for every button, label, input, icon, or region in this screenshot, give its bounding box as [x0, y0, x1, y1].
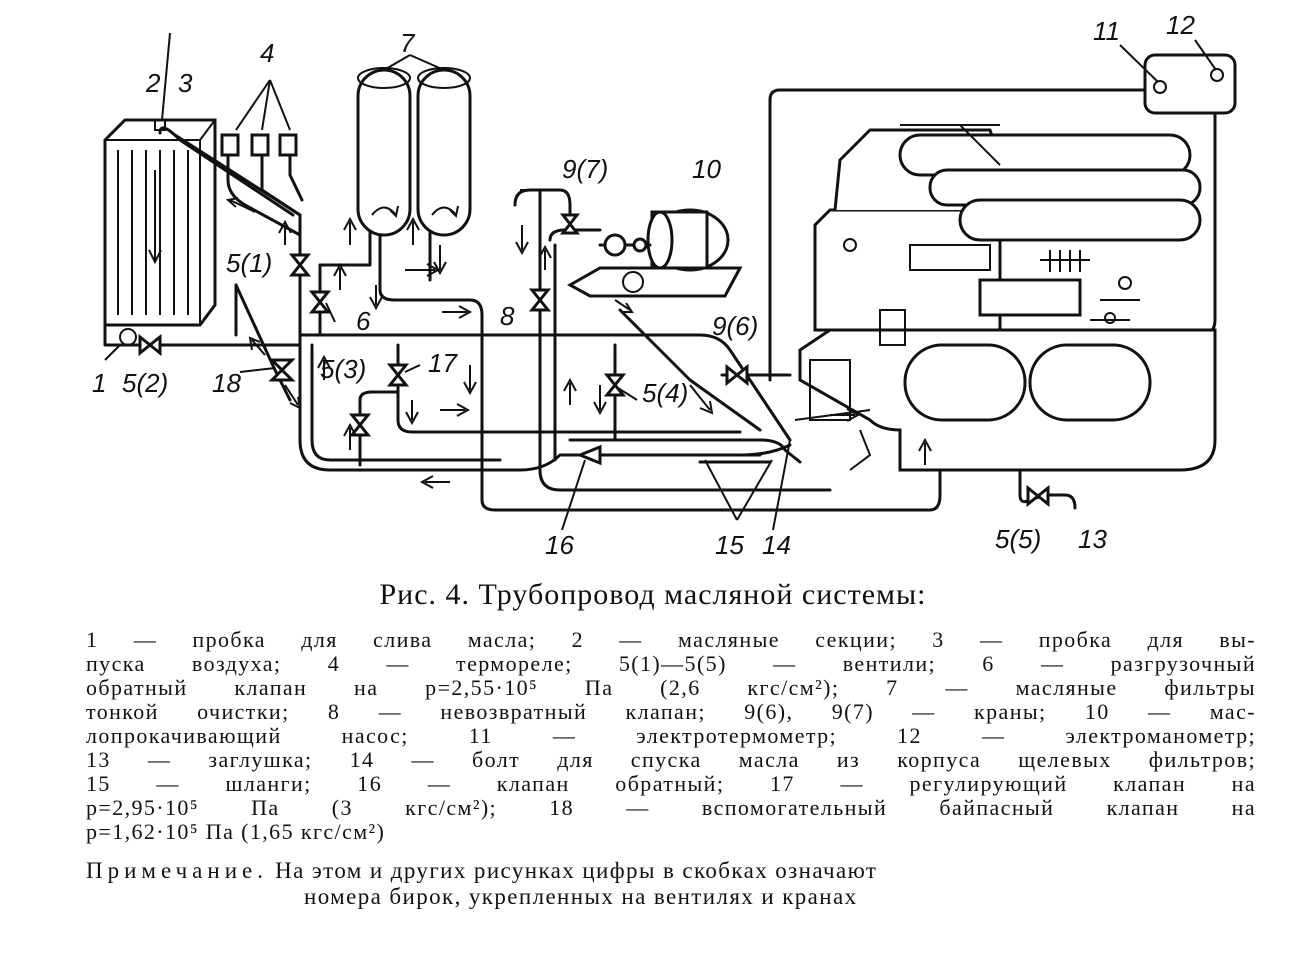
label-15: 15: [715, 530, 744, 560]
legend-line: 15 — шланги; 16 — клапан обратный; 17 — …: [86, 771, 1256, 796]
legend-line: 1 — пробка для слива масла; 2 — масляные…: [86, 627, 1256, 652]
diesel-engine: [794, 124, 1217, 472]
label-7: 7: [400, 28, 416, 58]
label-12: 12: [1166, 10, 1195, 40]
legend-line: p=2,95·10⁵ Па (3 кгс/см²); 18 — вспомога…: [86, 795, 1256, 820]
label-1: 1: [92, 368, 106, 398]
legend-line: пуска воздуха; 4 — термореле; 5(1)—5(5) …: [86, 651, 1256, 676]
figure-note: Примечание. На этом и других рисунках ци…: [86, 858, 1256, 910]
thermo-relays: [220, 133, 298, 157]
legend-line: тонкой очистки; 8 — невозвратный клапан;…: [86, 699, 1256, 724]
label-2: 2: [145, 68, 161, 98]
sensors-11-12: [1143, 53, 1237, 115]
label-6: 6: [356, 306, 371, 336]
label-5-4: 5(4): [642, 378, 688, 408]
label-4: 4: [260, 38, 274, 68]
label-17: 17: [428, 348, 458, 378]
label-9-7: 9(7): [562, 154, 608, 184]
label-5-1: 5(1): [226, 248, 272, 278]
note-text-1: На этом и других рисунках цифры в скобка…: [275, 858, 878, 883]
label-5-5: 5(5): [995, 524, 1041, 554]
label-9-6: 9(6): [712, 311, 758, 341]
legend-line: 13 — заглушка; 14 — болт для спуска масл…: [86, 747, 1256, 772]
part-labels: 1 2 3 4 5(1) 5(2) 5(3) 5(4) 5(5) 6 7 8 9…: [92, 10, 1195, 560]
flow-arrows: [225, 189, 932, 489]
fine-oil-filters: [356, 67, 472, 237]
legend-line: обратный клапан на p=2,55·10⁵ Па (2,6 кг…: [86, 675, 1256, 700]
valve-symbols: [138, 213, 1050, 508]
label-13: 13: [1078, 524, 1107, 554]
label-10: 10: [692, 154, 721, 184]
label-5-2: 5(2): [122, 368, 168, 398]
oil-system-diagram: 1 2 3 4 5(1) 5(2) 5(3) 5(4) 5(5) 6 7 8 9…: [92, 10, 1237, 560]
label-18: 18: [212, 368, 241, 398]
label-5-3: 5(3): [320, 354, 366, 384]
note-heading: Примечание.: [86, 858, 268, 883]
label-8: 8: [500, 301, 515, 331]
oil-pump-unit: [566, 208, 743, 298]
leader-lines: [104, 32, 1217, 531]
figure-legend: 1 — пробка для слива масла; 2 — масляные…: [86, 628, 1256, 844]
figure-caption: Рис. 4. Трубопровод масляной системы:: [379, 578, 927, 611]
note-text-2: номера бирок, укрепленных на вентилях и …: [304, 884, 858, 909]
oil-cooler-sections: [103, 118, 217, 347]
label-16: 16: [545, 530, 574, 560]
label-3: 3: [178, 68, 193, 98]
legend-line: p=1,62·10⁵ Па (1,65 кгс/см²): [86, 819, 386, 844]
label-14: 14: [762, 530, 791, 560]
note-line-1: Примечание. На этом и других рисунках ци…: [86, 858, 1256, 884]
label-11: 11: [1093, 16, 1120, 46]
legend-line: лопрокачивающий насос; 11 — электротермо…: [86, 723, 1256, 748]
